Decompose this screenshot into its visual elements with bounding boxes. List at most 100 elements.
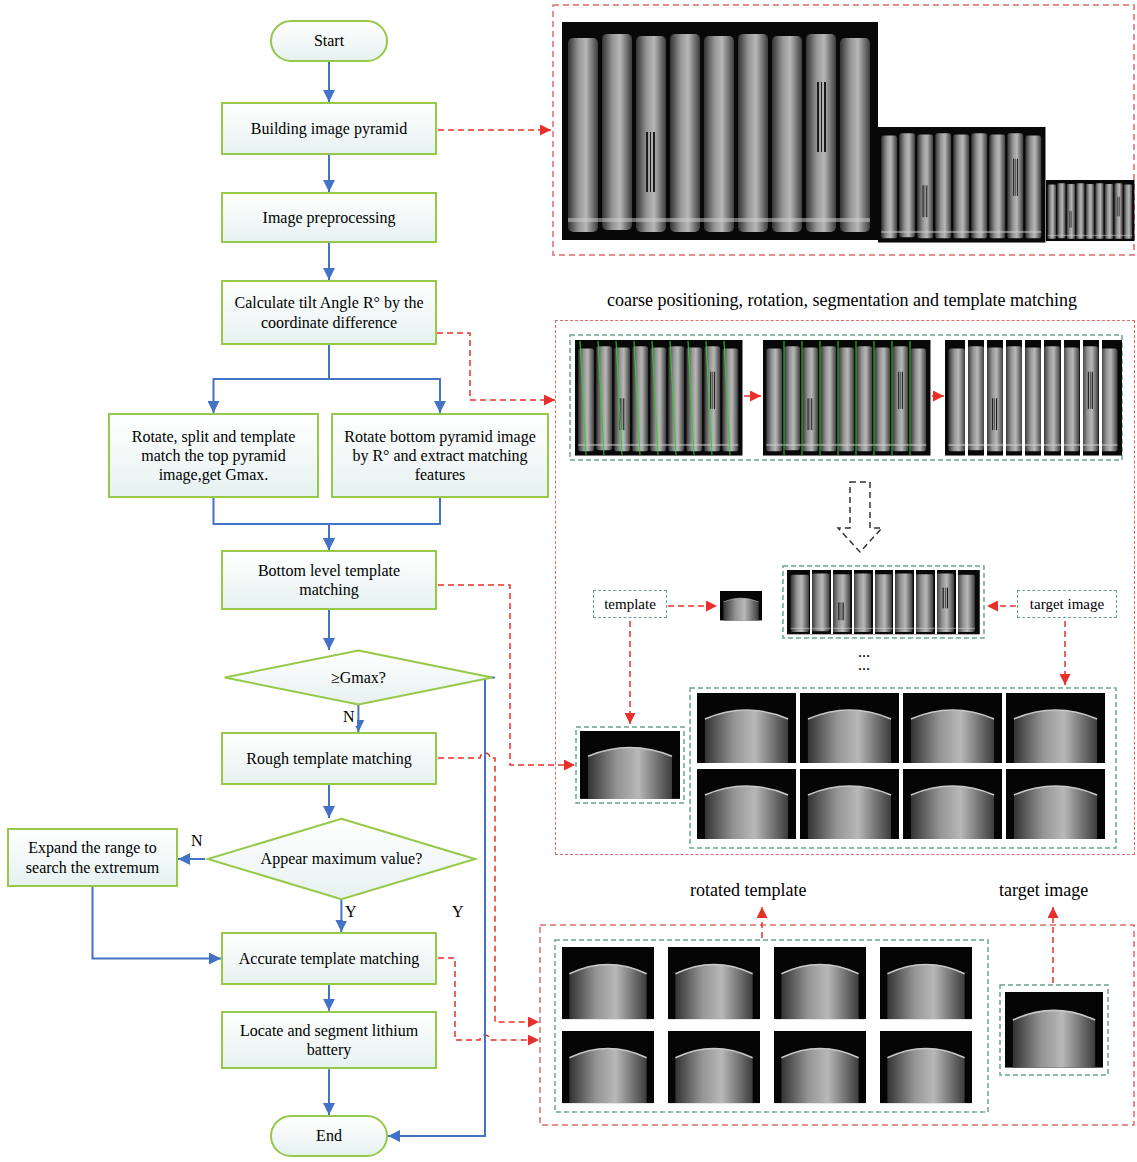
process-box: Expand the range to search the extremum: [7, 828, 178, 886]
illustration-part: [880, 1031, 972, 1103]
process-box: Bottom level template matching: [221, 550, 437, 610]
illustration-part: [720, 591, 762, 620]
illustration-part: [774, 947, 866, 1019]
split-lines-part: [784, 341, 785, 455]
callout-label: ...: [858, 646, 870, 658]
flow-arrow: [328, 985, 330, 1011]
node-text: target image: [1030, 595, 1104, 613]
callout-label: ...: [858, 659, 870, 671]
leader-arrow: [1052, 907, 1054, 983]
illustration-part: [562, 947, 654, 1019]
diamond-outline-part: [225, 651, 492, 705]
split-lines-part: [838, 341, 839, 455]
split-lines: [784, 341, 910, 455]
leader-arrow: [438, 753, 539, 1022]
segment-gaps-part: [965, 340, 968, 456]
decision-diamond: ≥Gmax?: [222, 650, 495, 705]
split-lines-part: [802, 341, 803, 455]
segment-gaps-part: [1099, 340, 1102, 456]
process-box: Rotate bottom pyramid image by R° and ex…: [331, 413, 549, 498]
panel-heading: coarse positioning, rotation, segmentati…: [545, 290, 1137, 312]
flow-arrow: [214, 345, 330, 413]
illustration-part: [787, 570, 980, 634]
caption-box: template: [593, 590, 667, 618]
group-frame: [576, 727, 684, 803]
illustration-part: [903, 693, 1002, 763]
split-lines-part: [820, 341, 821, 455]
segment-gaps-part: [810, 570, 812, 634]
illustration-part: [800, 693, 899, 763]
segment-gaps-part: [1080, 340, 1083, 456]
process-box: Calculate tilt Angle R° by the coordinat…: [221, 280, 437, 345]
leader-arrow: [987, 605, 1016, 607]
panel-border: [553, 5, 1134, 255]
edge-label: Y: [343, 903, 359, 921]
process-box: Building image pyramid: [221, 102, 437, 155]
flow-arrow: [329, 498, 440, 550]
illustration-part: [575, 340, 742, 456]
tilt-lines-part: [580, 341, 586, 455]
process-box: Rough template matching: [221, 732, 437, 785]
group-frame: [555, 940, 988, 1112]
segment-gaps-part: [935, 570, 937, 634]
flow-arrow: [178, 858, 205, 860]
segment-gaps-part: [893, 570, 895, 634]
illustration-part: [697, 769, 796, 839]
illustration-part: [903, 769, 1002, 839]
process-box: Accurate template matching: [221, 932, 437, 985]
process-box: Rotate, split and template match the top…: [108, 413, 319, 498]
edge-label: N: [189, 832, 205, 850]
node-text: Rough template matching: [246, 749, 411, 768]
leader-arrow: [668, 605, 717, 607]
step-arrow: [744, 395, 761, 397]
illustration-part: [880, 947, 972, 1019]
tilt-lines-part: [634, 341, 640, 455]
segment-gaps-part: [1003, 340, 1006, 456]
step-arrow: [932, 395, 944, 397]
segment-gaps-part: [914, 570, 916, 634]
node-text: End: [316, 1126, 342, 1145]
flow-arrow: [328, 785, 330, 818]
flow-arrow: [214, 498, 330, 550]
leader-arrow: [1064, 621, 1066, 685]
terminal: End: [270, 1115, 388, 1157]
node-text: Calculate tilt Angle R° by the coordinat…: [231, 293, 427, 331]
decision-diamond: Appear maximum value?: [205, 818, 478, 900]
tilt-lines-part: [616, 341, 622, 455]
tilt-lines-part: [724, 341, 730, 455]
illustration-panel: coarse positioning, rotation, segmentati…: [555, 288, 1135, 855]
edge-label: Y: [450, 903, 466, 921]
illustration-part: [878, 127, 1045, 243]
callout-label: rotated template: [690, 879, 806, 901]
node-text: Appear maximum value?: [261, 849, 423, 868]
split-lines-part: [910, 341, 911, 455]
terminal: Start: [270, 20, 388, 62]
tilt-lines-part: [688, 341, 694, 455]
panel-border: [540, 925, 1134, 1125]
segment-gaps-part: [873, 570, 875, 634]
tilt-lines: [580, 341, 730, 455]
panel-border: [555, 320, 1135, 855]
illustration-part: [1046, 180, 1134, 241]
segment-gaps-part: [1041, 340, 1044, 456]
group-frame: [570, 335, 1122, 460]
leader-arrow: [761, 907, 763, 938]
tilt-lines-part: [670, 341, 676, 455]
flow-arrow: [93, 887, 222, 959]
segment-gaps-part: [1061, 340, 1064, 456]
process-box: Image preprocessing: [221, 192, 437, 243]
process-box: Locate and segment lithium battery: [221, 1011, 437, 1069]
tilt-lines-part: [652, 341, 658, 455]
group-frame: [690, 688, 1116, 848]
node-text: template: [604, 595, 656, 613]
caption-box: target image: [1017, 590, 1117, 618]
illustration-part: [562, 22, 878, 240]
illustration-part: [668, 947, 760, 1019]
hollow-arrow: [838, 482, 882, 552]
group-frame: [1000, 985, 1108, 1075]
illustration-part: [945, 340, 1122, 456]
